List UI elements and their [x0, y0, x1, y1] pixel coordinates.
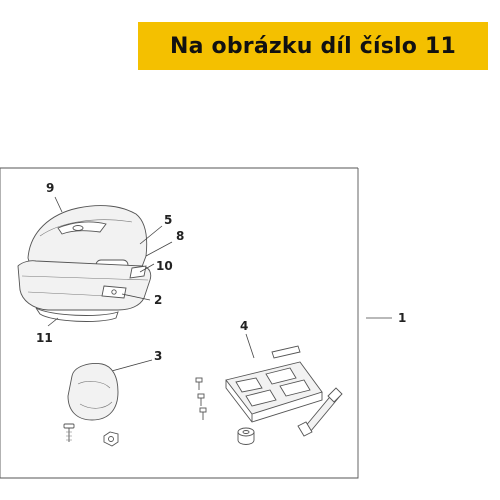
callout-4: 4	[240, 319, 248, 333]
callout-10: 10	[156, 259, 173, 273]
diagram-frame	[0, 167, 359, 479]
callout-8: 8	[176, 229, 184, 243]
callout-1: 1	[398, 311, 406, 325]
reflector	[129, 265, 147, 279]
callout-11: 11	[36, 331, 53, 345]
part-number-banner: Na obrázku díl číslo 11	[138, 22, 488, 70]
top-case-icon	[17, 205, 152, 322]
top-case-base-icon	[17, 260, 152, 311]
callout-5: 5	[164, 213, 172, 227]
bracket-icon	[297, 387, 343, 437]
callout-3: 3	[154, 349, 162, 363]
nut-icon	[103, 431, 119, 447]
callout-numbers: 9 5 8 10 2 11 1 3 4	[36, 181, 406, 363]
callout-9: 9	[46, 181, 54, 195]
top-case-lock	[101, 285, 127, 299]
mounting-plate-icon	[225, 345, 323, 423]
backrest-pad-icon	[67, 363, 119, 421]
leader-lines	[47, 196, 392, 373]
washer-icon	[237, 427, 255, 445]
bolt-set-icon	[195, 377, 207, 420]
top-case-lid-icon	[27, 205, 148, 273]
banner-text: Na obrázku díl číslo 11	[170, 33, 456, 59]
screw-icon	[63, 423, 75, 442]
callout-2: 2	[154, 293, 162, 307]
